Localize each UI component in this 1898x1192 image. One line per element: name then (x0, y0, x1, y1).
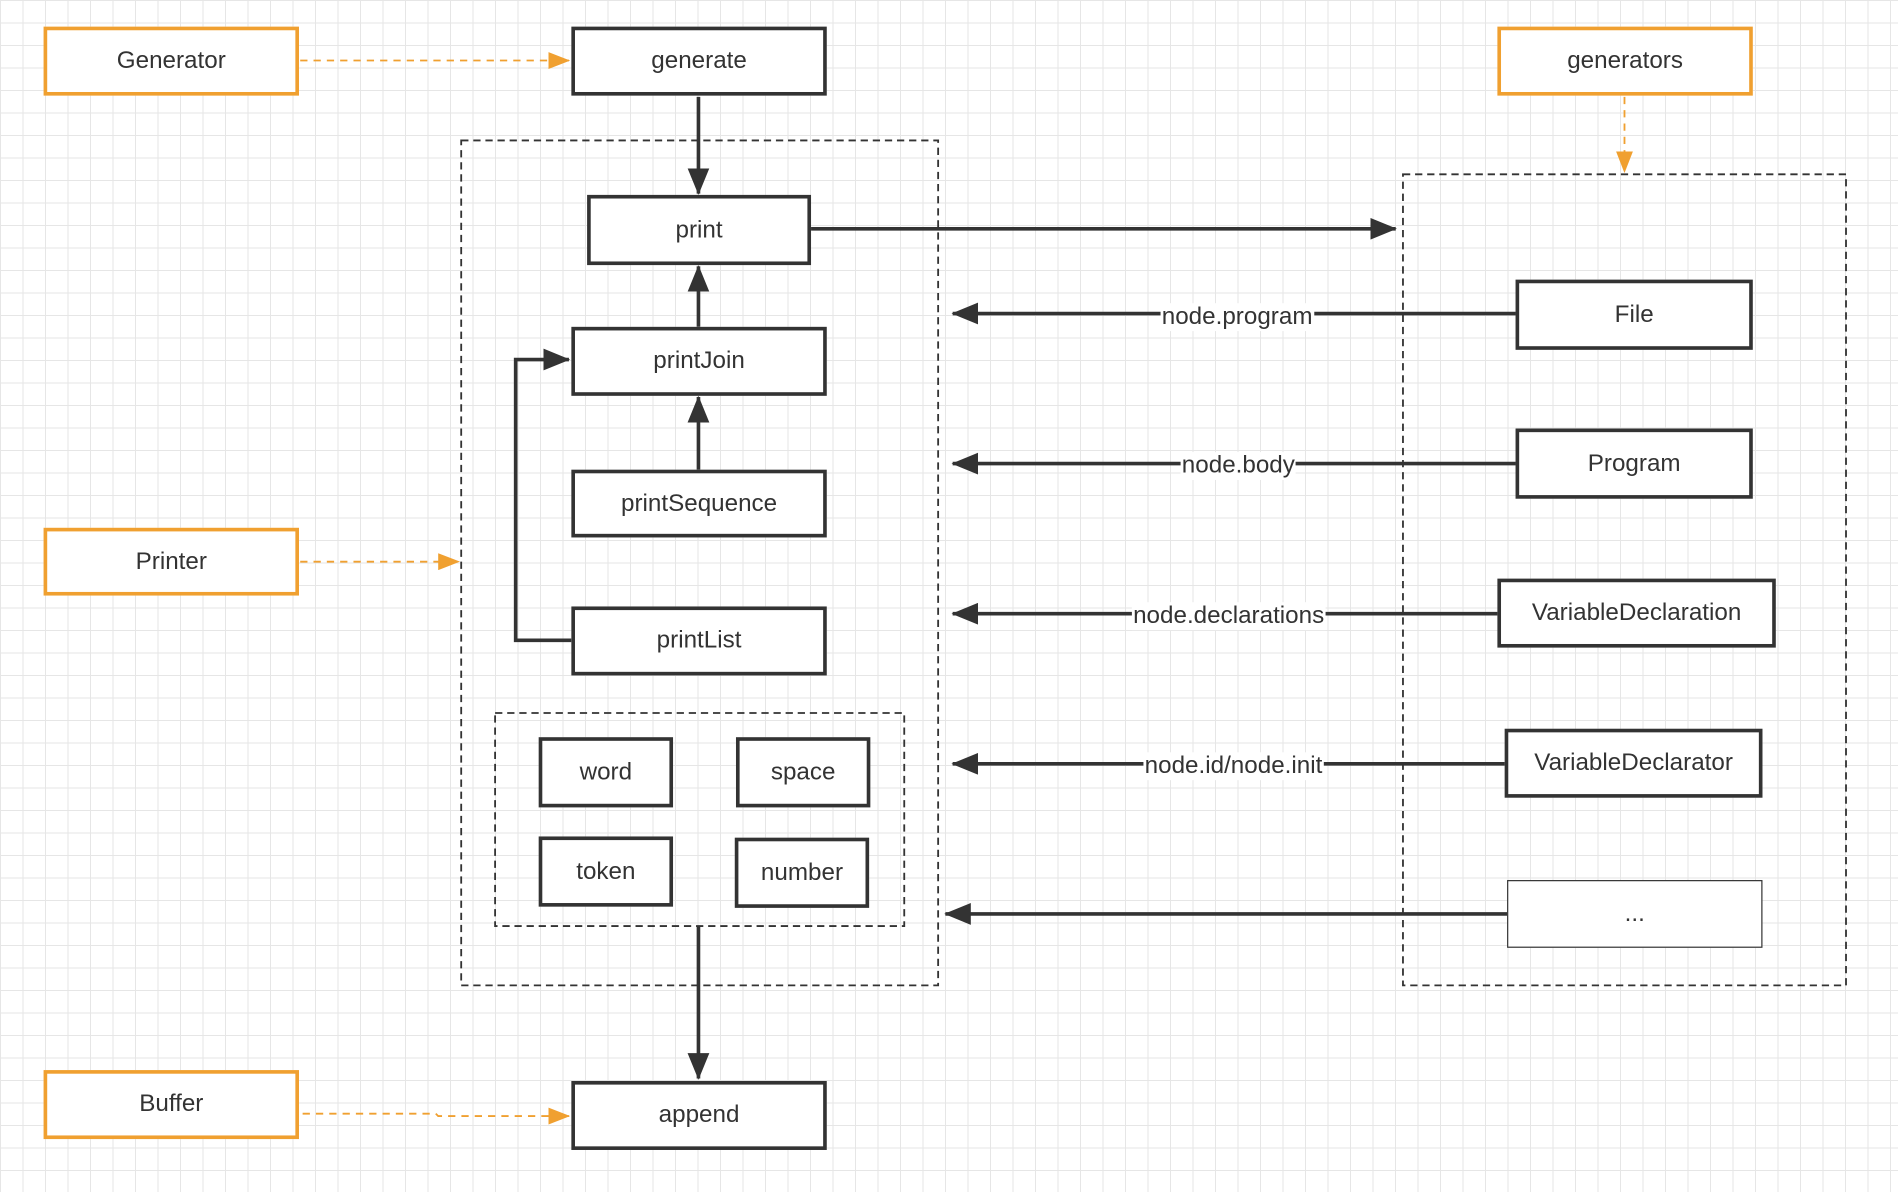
print-method-box[interactable]: print (587, 194, 812, 266)
printer-class-label: Printer (135, 547, 207, 575)
buffer-to-append-link (302, 1107, 571, 1125)
number-method-box[interactable]: number (734, 837, 870, 908)
more-nodes-label: ... (1624, 900, 1645, 927)
printjoin-method-box[interactable]: printJoin (571, 326, 827, 396)
token-method-box[interactable]: token (538, 836, 674, 907)
more-nodes-box[interactable]: ... (1507, 880, 1763, 948)
printjoin-method-label: printJoin (653, 347, 745, 375)
token-method-label: token (576, 857, 636, 885)
generate-method-box[interactable]: generate (571, 26, 827, 96)
print-method-label: print (675, 216, 723, 243)
node-program-edge-label: node.program (1160, 303, 1314, 332)
program-node-label: Program (1587, 449, 1681, 477)
variabledeclarator-node-label: VariableDeclarator (1534, 749, 1733, 776)
generator-class-box[interactable]: Generator (43, 26, 299, 96)
space-method-label: space (770, 758, 836, 786)
printer-class-box[interactable]: Printer (43, 527, 299, 596)
generator-class-label: Generator (116, 47, 226, 74)
variabledeclaration-node-box[interactable]: VariableDeclaration (1497, 578, 1776, 648)
variabledeclaration-node-label: VariableDeclaration (1531, 599, 1742, 626)
space-method-box[interactable]: space (735, 737, 871, 808)
program-node-box[interactable]: Program (1515, 428, 1753, 499)
node-body-edge-label: node.body (1180, 452, 1297, 480)
generators-class-label: generators (1567, 47, 1683, 74)
number-method-label: number (760, 858, 843, 886)
buffer-class-box[interactable]: Buffer (43, 1070, 299, 1140)
printlist-method-box[interactable]: printList (571, 606, 827, 676)
printer-methods-container (460, 139, 940, 987)
printlist-to-printjoin-arrow (513, 348, 572, 643)
printsequence-method-label: printSequence (620, 489, 778, 517)
generators-class-box[interactable]: generators (1497, 26, 1753, 96)
node-id-init-edge-label: node.id/node.init (1143, 752, 1324, 781)
node-declarations-edge-label: node.declarations (1131, 602, 1326, 631)
printlist-method-label: printList (656, 627, 742, 654)
variabledeclarator-node-box[interactable]: VariableDeclarator (1504, 728, 1763, 798)
word-method-label: word (579, 758, 633, 786)
word-method-box[interactable]: word (538, 737, 674, 808)
printsequence-method-box[interactable]: printSequence (571, 469, 827, 538)
generate-method-label: generate (651, 47, 747, 74)
generators-container (1402, 173, 1847, 987)
append-method-label: append (658, 1101, 740, 1129)
buffer-class-label: Buffer (139, 1090, 204, 1118)
file-node-box[interactable]: File (1515, 279, 1753, 350)
file-node-label: File (1614, 300, 1654, 328)
append-method-box[interactable]: append (571, 1080, 827, 1150)
